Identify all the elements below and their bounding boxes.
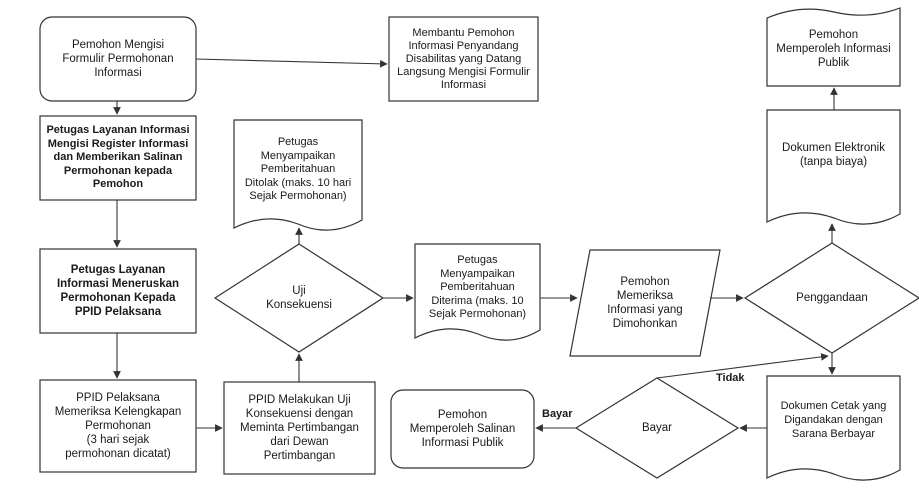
edge-n15-n11-tidak	[656, 353, 829, 379]
uji-konsekuensi-diamond	[213, 243, 385, 353]
accepted-notice-doc	[414, 243, 541, 341]
bayar-diamond	[574, 377, 740, 479]
electronic-doc	[766, 109, 901, 225]
check-completeness-box	[39, 379, 197, 473]
penggandaan-diamond	[743, 242, 919, 354]
printed-doc	[766, 375, 901, 481]
forward-request-box	[39, 248, 197, 334]
consequence-test-box	[223, 381, 376, 475]
obtain-copy-box	[390, 389, 535, 469]
obtain-public-info-box	[766, 7, 901, 87]
rejected-notice-doc	[233, 119, 363, 231]
start-process-box	[39, 16, 197, 102]
review-info-parallelogram	[569, 249, 721, 357]
assist-disability-box	[388, 16, 539, 102]
label-bayar: Bayar	[542, 408, 573, 420]
edge-n1-n2	[195, 58, 388, 68]
register-info-box	[39, 115, 197, 201]
label-tidak: Tidak	[716, 372, 745, 384]
